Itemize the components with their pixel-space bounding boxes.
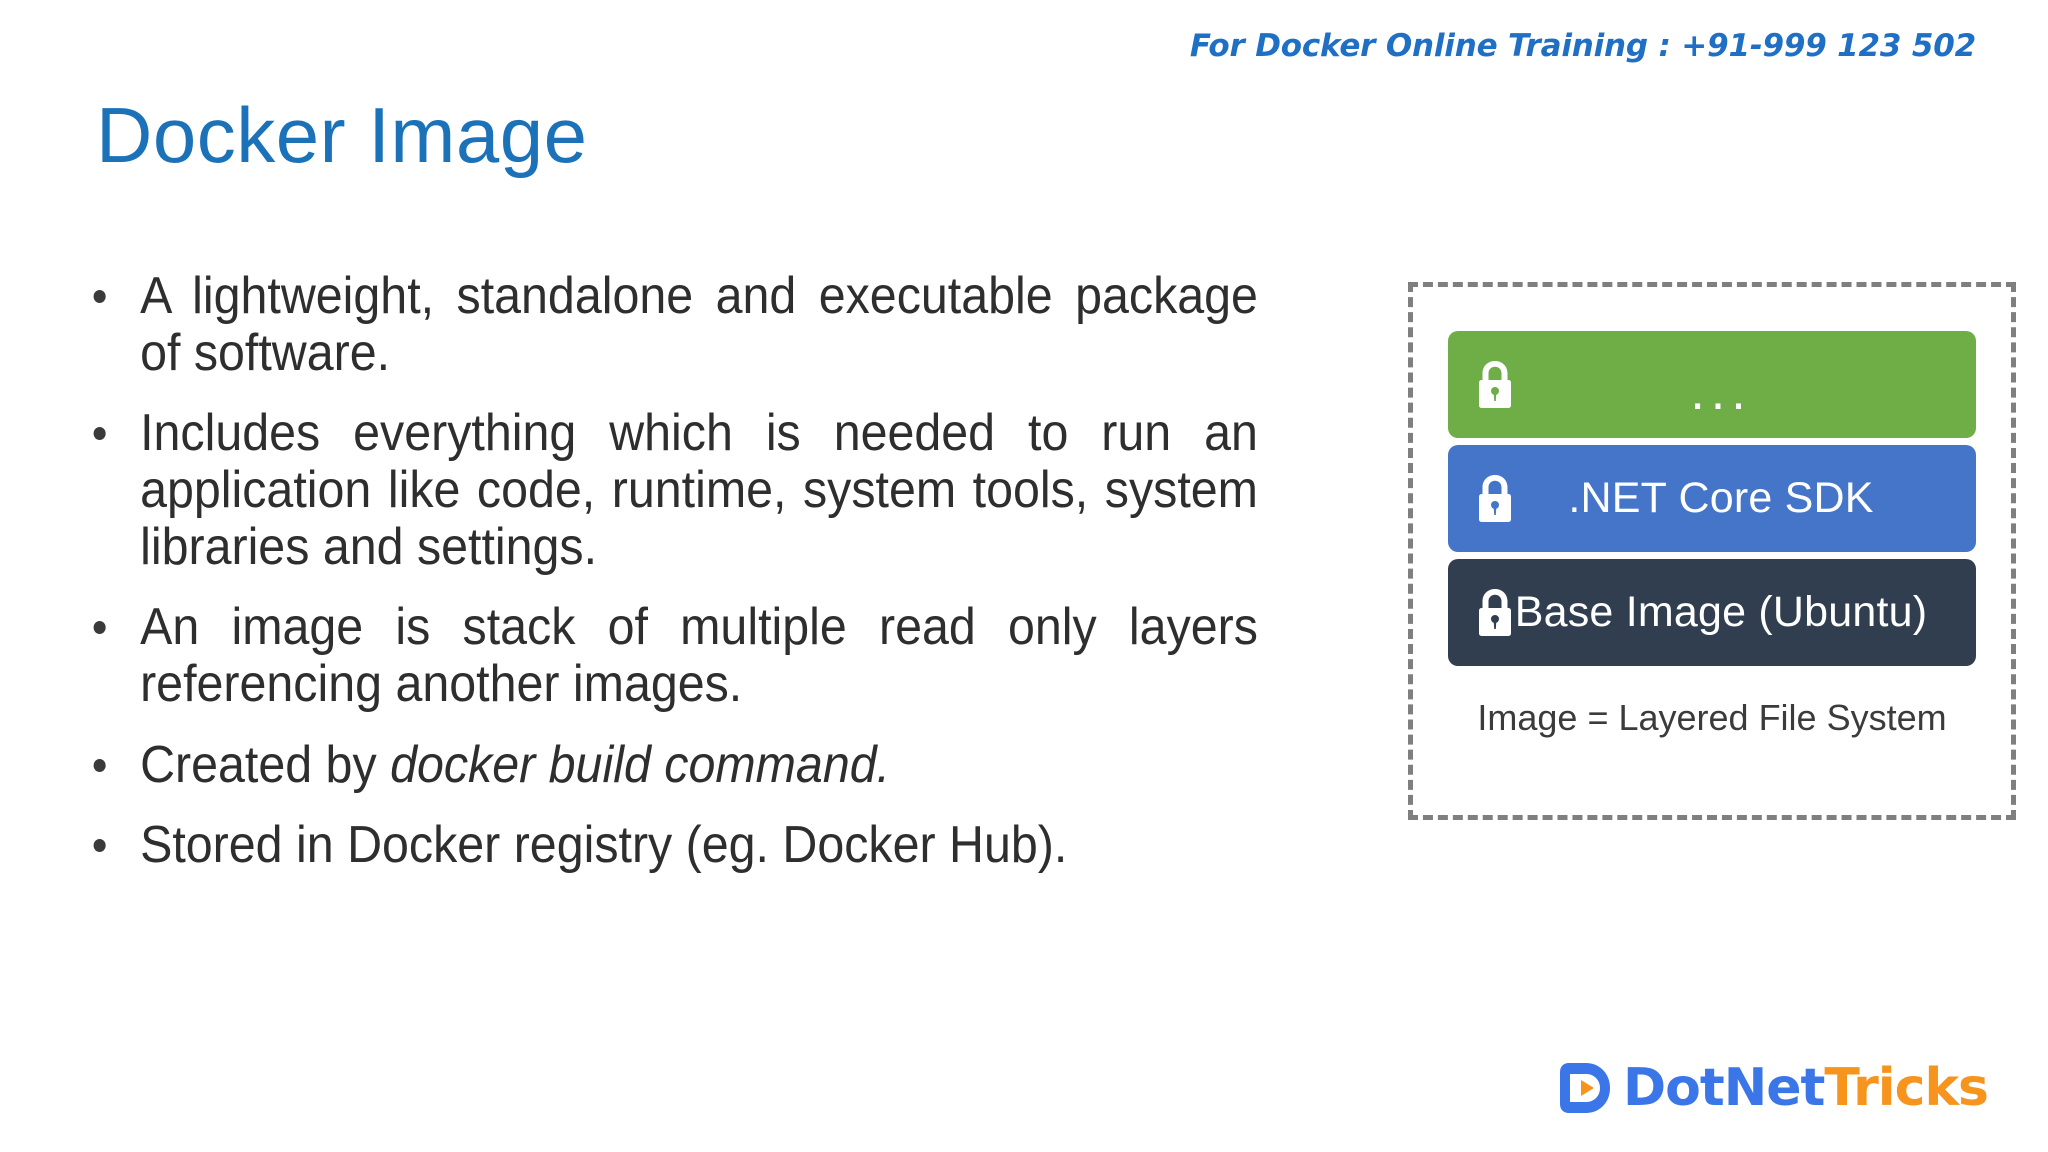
list-item: Stored in Docker registry (eg. Docker Hu… (88, 817, 1258, 874)
bullet-dot-icon (93, 758, 106, 772)
layered-image-diagram: ... .NET Core SDK Base Image ( (1408, 282, 2016, 820)
lock-icon (1479, 360, 1511, 408)
diagram-caption: Image = Layered File System (1477, 697, 1947, 738)
bullet-text-prefix: Created by (140, 735, 391, 794)
bullet-dot-icon (93, 839, 106, 853)
bullet-list: A lightweight, standalone and executable… (88, 268, 1346, 874)
bullet-dot-icon (93, 621, 106, 635)
list-item: An image is stack of multiple read only … (88, 599, 1258, 712)
list-item: Includes everything which is needed to r… (88, 405, 1258, 575)
layer-label: Base Image (Ubuntu) (1514, 588, 1928, 636)
image-layer-base: Base Image (Ubuntu) (1448, 559, 1976, 666)
bullet-text-emphasis: docker build command. (390, 735, 891, 794)
layer-label: .NET Core SDK (1568, 474, 1874, 522)
bullet-text: Stored in Docker registry (eg. Docker Hu… (140, 816, 1068, 875)
bullet-text: An image is stack of multiple read only … (140, 598, 1258, 714)
layer-stack: ... .NET Core SDK Base Image ( (1448, 331, 1976, 666)
bullet-dot-icon (93, 290, 106, 303)
list-item: Created by docker build command. (88, 735, 1258, 794)
bullet-text-mixed: Created by docker build command. (140, 735, 1258, 794)
bullet-dot-icon (93, 427, 106, 441)
brand-name-secondary: Tricks (1824, 1058, 1989, 1118)
brand-name-primary: DotNet (1623, 1058, 1825, 1118)
layer-label: ... (1690, 362, 1752, 421)
image-layer-top: ... (1448, 331, 1976, 438)
image-layer-sdk: .NET Core SDK (1448, 445, 1976, 552)
training-contact-note: For Docker Online Training : +91-999 123… (1189, 28, 1976, 64)
page-title: Docker Image (96, 91, 588, 179)
brand-logo-text: DotNetTricks (1623, 1062, 1989, 1114)
list-item: A lightweight, standalone and executable… (88, 268, 1258, 381)
play-logo-icon (1560, 1063, 1611, 1113)
bullet-text: A lightweight, standalone and executable… (140, 267, 1258, 382)
bullet-text: Includes everything which is needed to r… (140, 404, 1258, 576)
lock-icon (1479, 474, 1511, 522)
brand-logo: DotNetTricks (1555, 1058, 1989, 1118)
lock-icon (1479, 588, 1511, 636)
